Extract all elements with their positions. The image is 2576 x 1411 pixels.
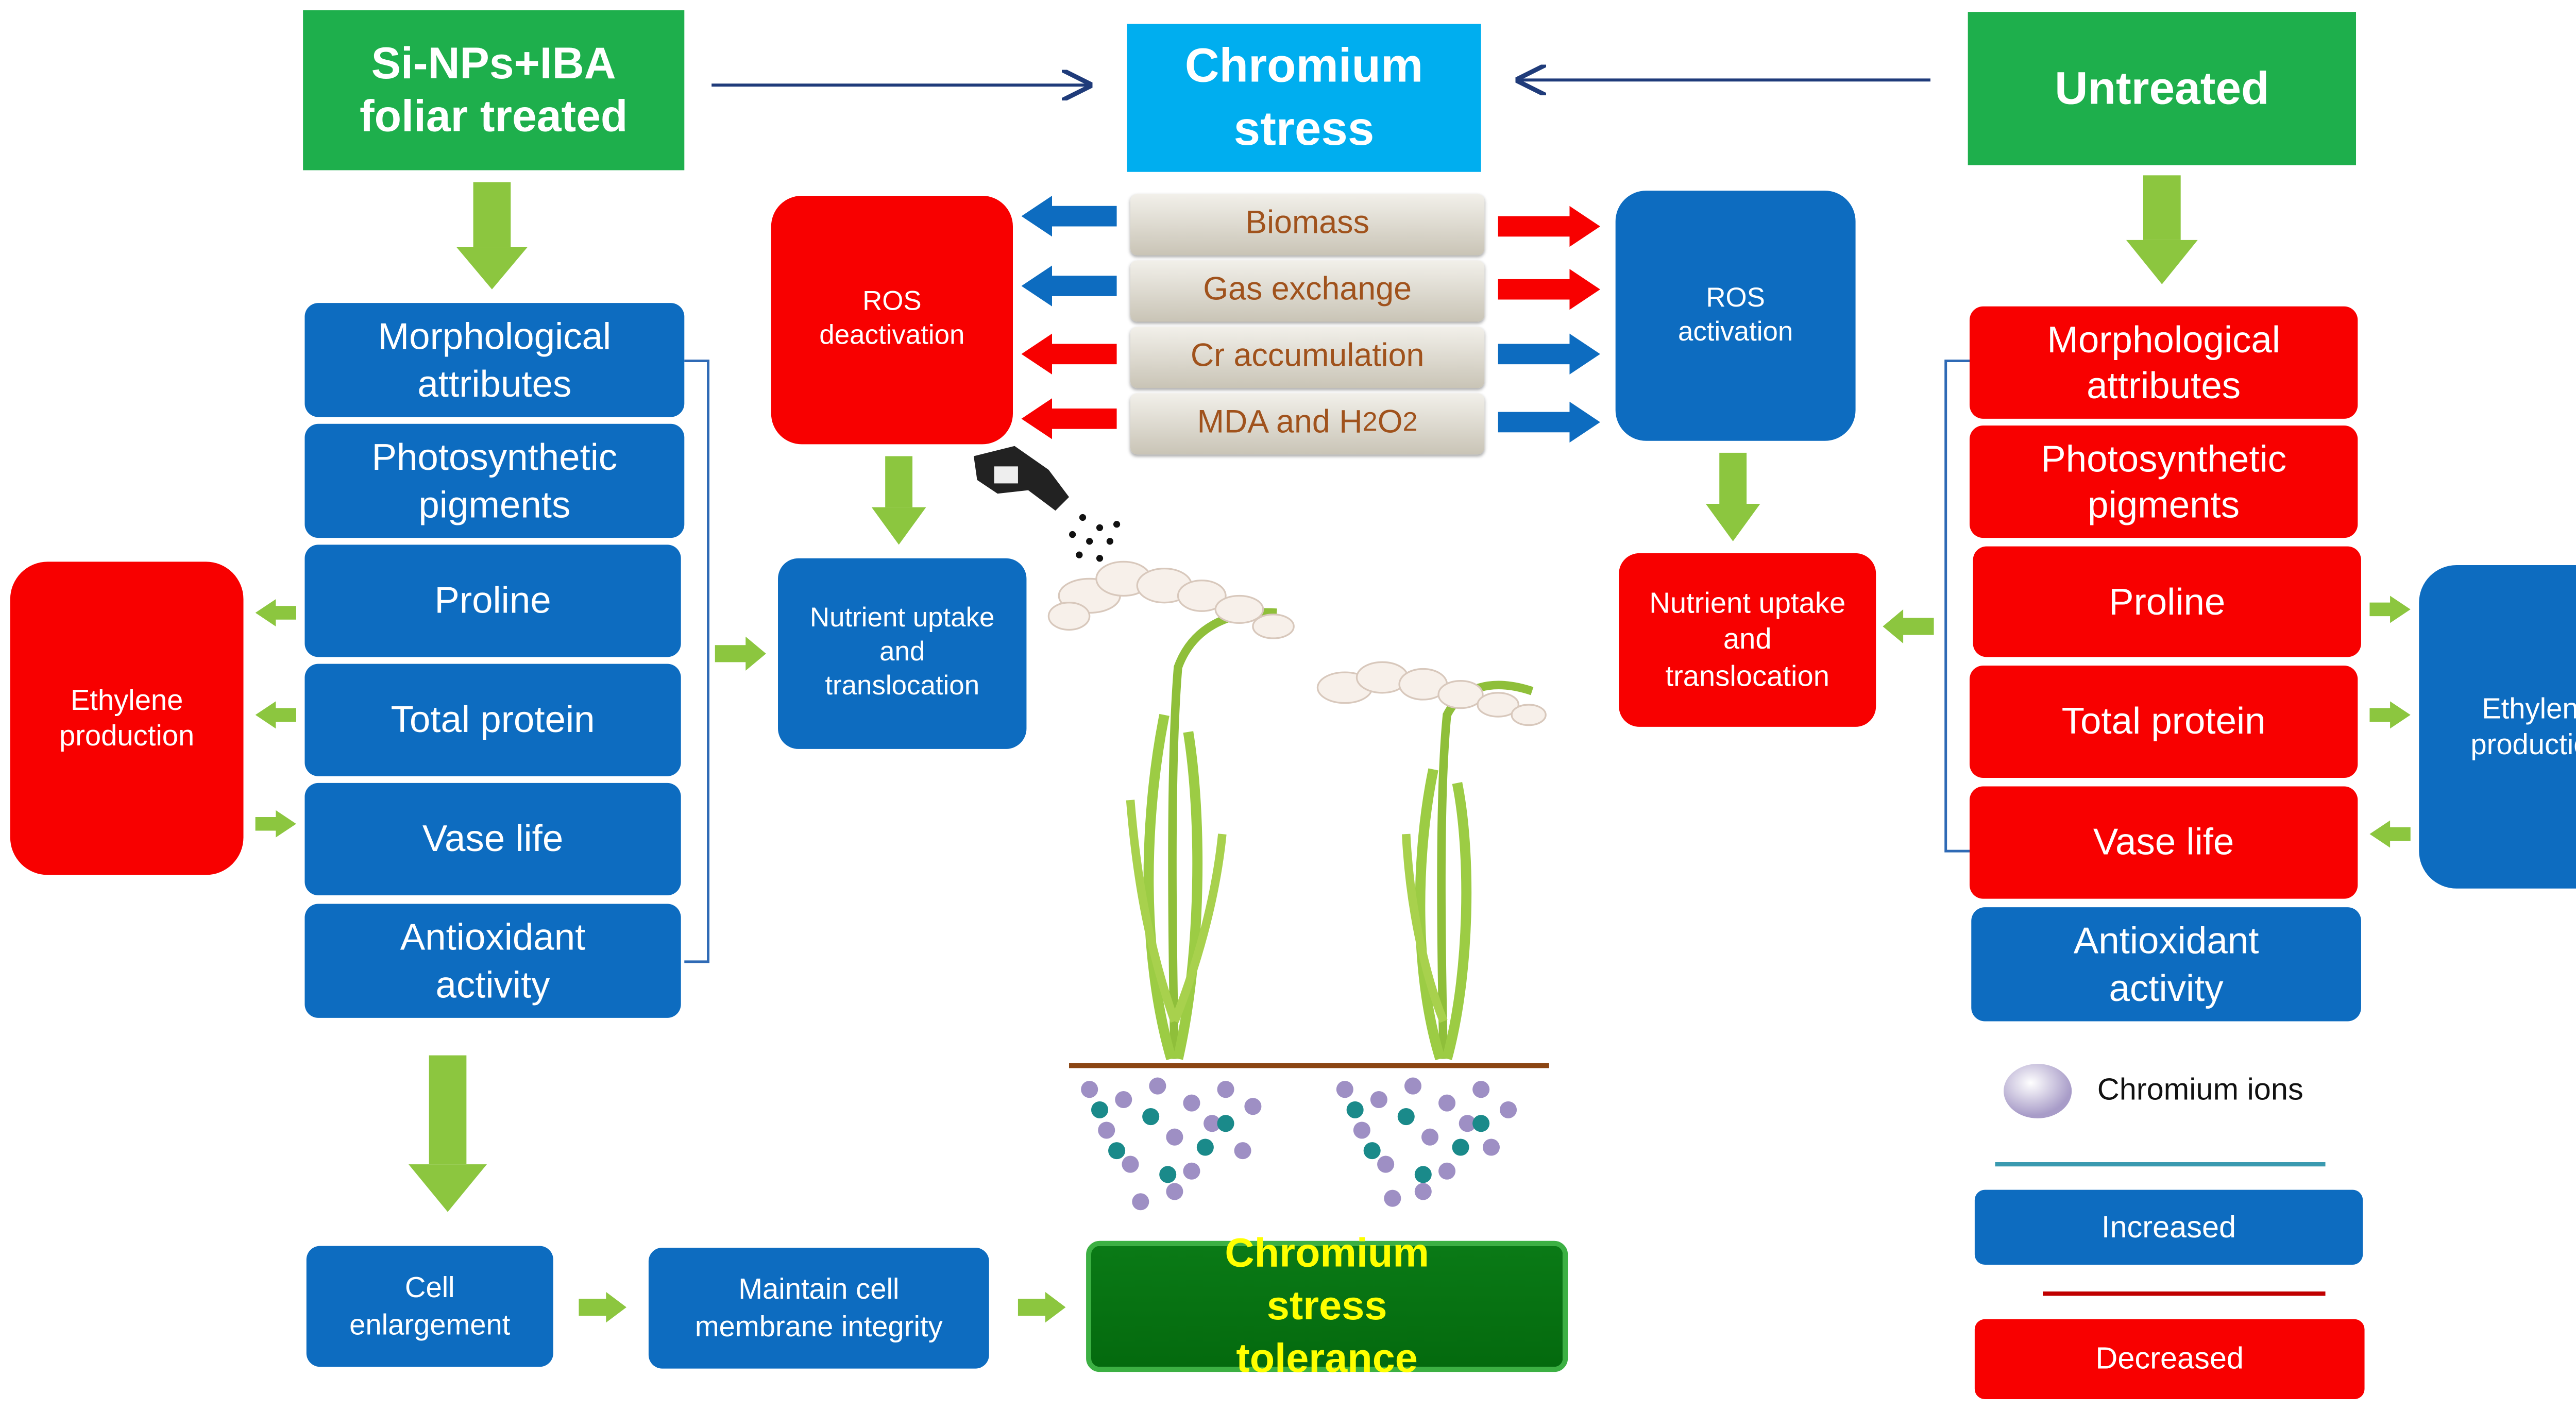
left-column-bracket xyxy=(684,360,710,963)
factor-gas-exchange: Gas exchange xyxy=(1130,260,1485,322)
ethylene-right: Ethylene production xyxy=(2419,565,2576,889)
ros-deactivation: ROS deactivation xyxy=(771,195,1013,445)
spray-bottle-icon xyxy=(974,446,1121,562)
ros-activation-label: ROS activation xyxy=(1677,283,1793,347)
chromium-ion-icon xyxy=(2004,1064,2072,1118)
plant-icon-left xyxy=(1047,560,1295,1060)
stress-header-label: Chromium stress xyxy=(1184,39,1423,155)
cell-enlargement: Cell enlargement xyxy=(306,1246,553,1367)
factor-biomass: Biomass xyxy=(1130,194,1485,256)
ros-deactivation-label: ROS deactivation xyxy=(819,287,965,351)
untreated-header-label: Untreated xyxy=(2055,62,2269,113)
chromium-stress-tolerance-label: Chromium stress tolerance xyxy=(1225,1230,1429,1383)
maintain-membrane-integrity-label: Maintain cell membrane integrity xyxy=(694,1273,943,1342)
maintain-membrane-integrity: Maintain cell membrane integrity xyxy=(648,1247,989,1369)
left-photosynthetic-pigments: Photosynthetic pigments xyxy=(304,423,685,538)
ethylene-left-label: Ethylene production xyxy=(59,684,195,753)
left-antioxidant-activity: Antioxidant activity xyxy=(304,904,681,1018)
nutrient-right-label: Nutrient uptake and translocation xyxy=(1649,587,1846,692)
right-vase-life: Vase life xyxy=(1969,786,2358,899)
left-morphological-attributes: Morphological attributes xyxy=(304,303,685,417)
green-down-arrow-right-header xyxy=(2126,175,2198,284)
stress-header: Chromium stress xyxy=(1127,24,1481,172)
right-proline: Proline xyxy=(1973,546,2361,657)
legend-increased: Increased xyxy=(1974,1189,2363,1265)
legend-decreased: Decreased xyxy=(1974,1319,2365,1400)
green-down-arrow-to-cell xyxy=(409,1055,487,1212)
chromium-ion-icon-group xyxy=(1081,1077,1517,1211)
green-down-arrow-ros-right xyxy=(1705,452,1760,541)
plant-icon-right xyxy=(1316,661,1547,1061)
ethylene-left: Ethylene production xyxy=(10,562,244,875)
right-photosynthetic-pigments: Photosynthetic pigments xyxy=(1969,426,2358,538)
left-vase-life: Vase life xyxy=(304,783,681,896)
treated-header-label: Si-NPs+IBA foliar treated xyxy=(360,37,628,142)
left-proline: Proline xyxy=(304,545,681,657)
right-morphological-attributes: Morphological attributes xyxy=(1969,306,2358,419)
left-total-protein: Total protein xyxy=(304,664,681,776)
cell-enlargement-label: Cell enlargement xyxy=(349,1272,511,1341)
nutrient-right: Nutrient uptake and translocation xyxy=(1619,553,1876,727)
untreated-header: Untreated xyxy=(1968,12,2357,165)
green-down-arrow-ros-left xyxy=(871,456,926,545)
left-factor-arrows xyxy=(1021,195,1117,439)
ethylene-right-label: Ethylene production xyxy=(2470,692,2576,761)
chromium-stress-tolerance: Chromium stress tolerance xyxy=(1086,1230,1568,1382)
right-factor-arrows xyxy=(1498,206,1600,443)
right-column-bracket xyxy=(1944,360,1972,853)
nutrient-left: Nutrient uptake and translocation xyxy=(778,558,1027,749)
treated-header: Si-NPs+IBA foliar treated xyxy=(303,10,685,171)
green-down-arrow-left-header xyxy=(456,182,528,290)
right-antioxidant-activity: Antioxidant activity xyxy=(1971,907,2361,1022)
nutrient-left-label: Nutrient uptake and translocation xyxy=(809,604,995,702)
ros-activation: ROS activation xyxy=(1615,191,1856,441)
factor-cr-accumulation: Cr accumulation xyxy=(1130,327,1485,388)
legend-chromium-ions: Chromium ions xyxy=(2097,1072,2303,1107)
right-total-protein: Total protein xyxy=(1969,665,2358,778)
